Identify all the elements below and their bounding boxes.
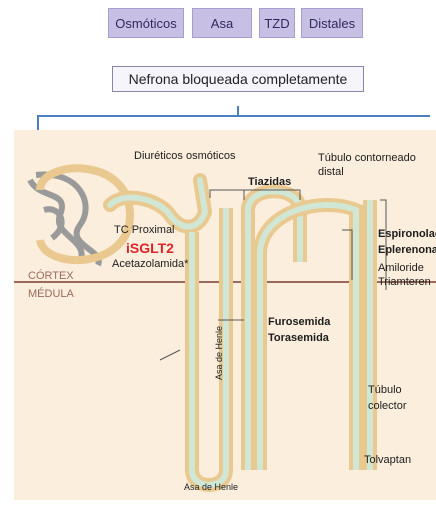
label-tiazidas: Tiazidas	[248, 176, 291, 188]
label-triamtereno: Triamteren	[378, 276, 431, 288]
label-tubulo-contorneado: Túbulo contorneado	[318, 152, 416, 164]
label-tc-proximal: TC Proximal	[114, 224, 175, 236]
label-acetazolamida: Acetazolamida*	[112, 258, 188, 270]
label-distal: distal	[318, 166, 344, 178]
label-tolvaptan: Tolvaptan	[364, 454, 411, 466]
label-isglt2: iSGLT2	[126, 240, 174, 256]
label-espironolactona: Espironolac	[378, 228, 436, 240]
label-colector: colector	[368, 400, 407, 412]
label-tubulo: Túbulo	[368, 384, 402, 396]
label-eplerenona: Eplerenona	[378, 244, 436, 256]
label-diureticos-osmoticos: Diuréticos osmóticos	[134, 150, 235, 162]
label-asa-de-henle-bottom: Asa de Henle	[184, 482, 238, 492]
label-cortex: CÓRTEX	[28, 270, 74, 282]
label-torasemida: Torasemida	[268, 332, 329, 344]
label-furosemida: Furosemida	[268, 316, 330, 328]
label-medula: MÉDULA	[28, 288, 74, 300]
label-amiloride: Amiloride	[378, 262, 424, 274]
label-asa-de-henle-vertical: Asa de Henle	[214, 326, 224, 380]
